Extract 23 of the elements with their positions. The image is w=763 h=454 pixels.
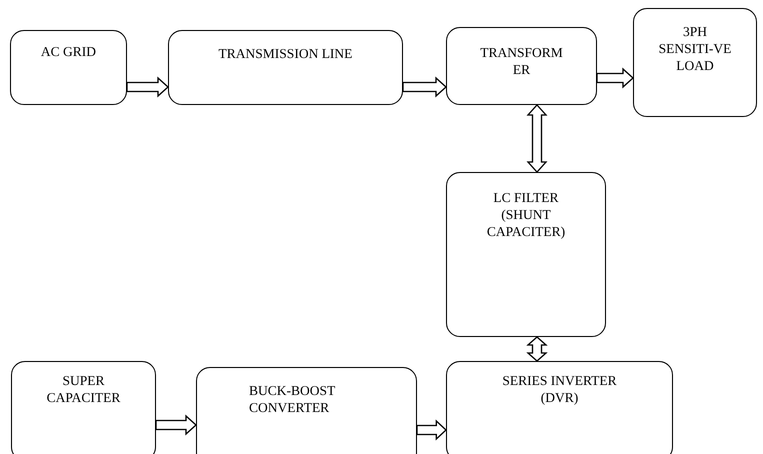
process-box — [10, 30, 127, 105]
process-box — [446, 361, 673, 454]
box-label: BUCK-BOOST CONVERTER — [249, 382, 336, 416]
arrow — [402, 76, 447, 98]
process-box — [196, 367, 417, 454]
process-box — [168, 30, 403, 105]
arrow — [416, 420, 447, 440]
box-label: TRANSFORM ER — [479, 44, 564, 78]
box-label: LC FILTER (SHUNT CAPACITER) — [486, 189, 566, 240]
arrow — [126, 76, 169, 98]
box-label: SERIES INVERTER (DVR) — [501, 372, 618, 406]
box-label: SUPER CAPACITER — [46, 372, 122, 406]
box-label: TRANSMISSION LINE — [218, 45, 354, 62]
arrow — [526, 336, 548, 362]
process-box — [446, 172, 606, 337]
process-box — [633, 8, 757, 117]
box-label: 3PH SENSITI-VE LOAD — [658, 23, 732, 74]
arrow — [526, 104, 548, 173]
process-box — [11, 361, 156, 454]
arrow — [155, 414, 197, 436]
arrow — [596, 68, 634, 88]
process-box — [446, 27, 597, 105]
box-label: AC GRID — [40, 43, 98, 60]
